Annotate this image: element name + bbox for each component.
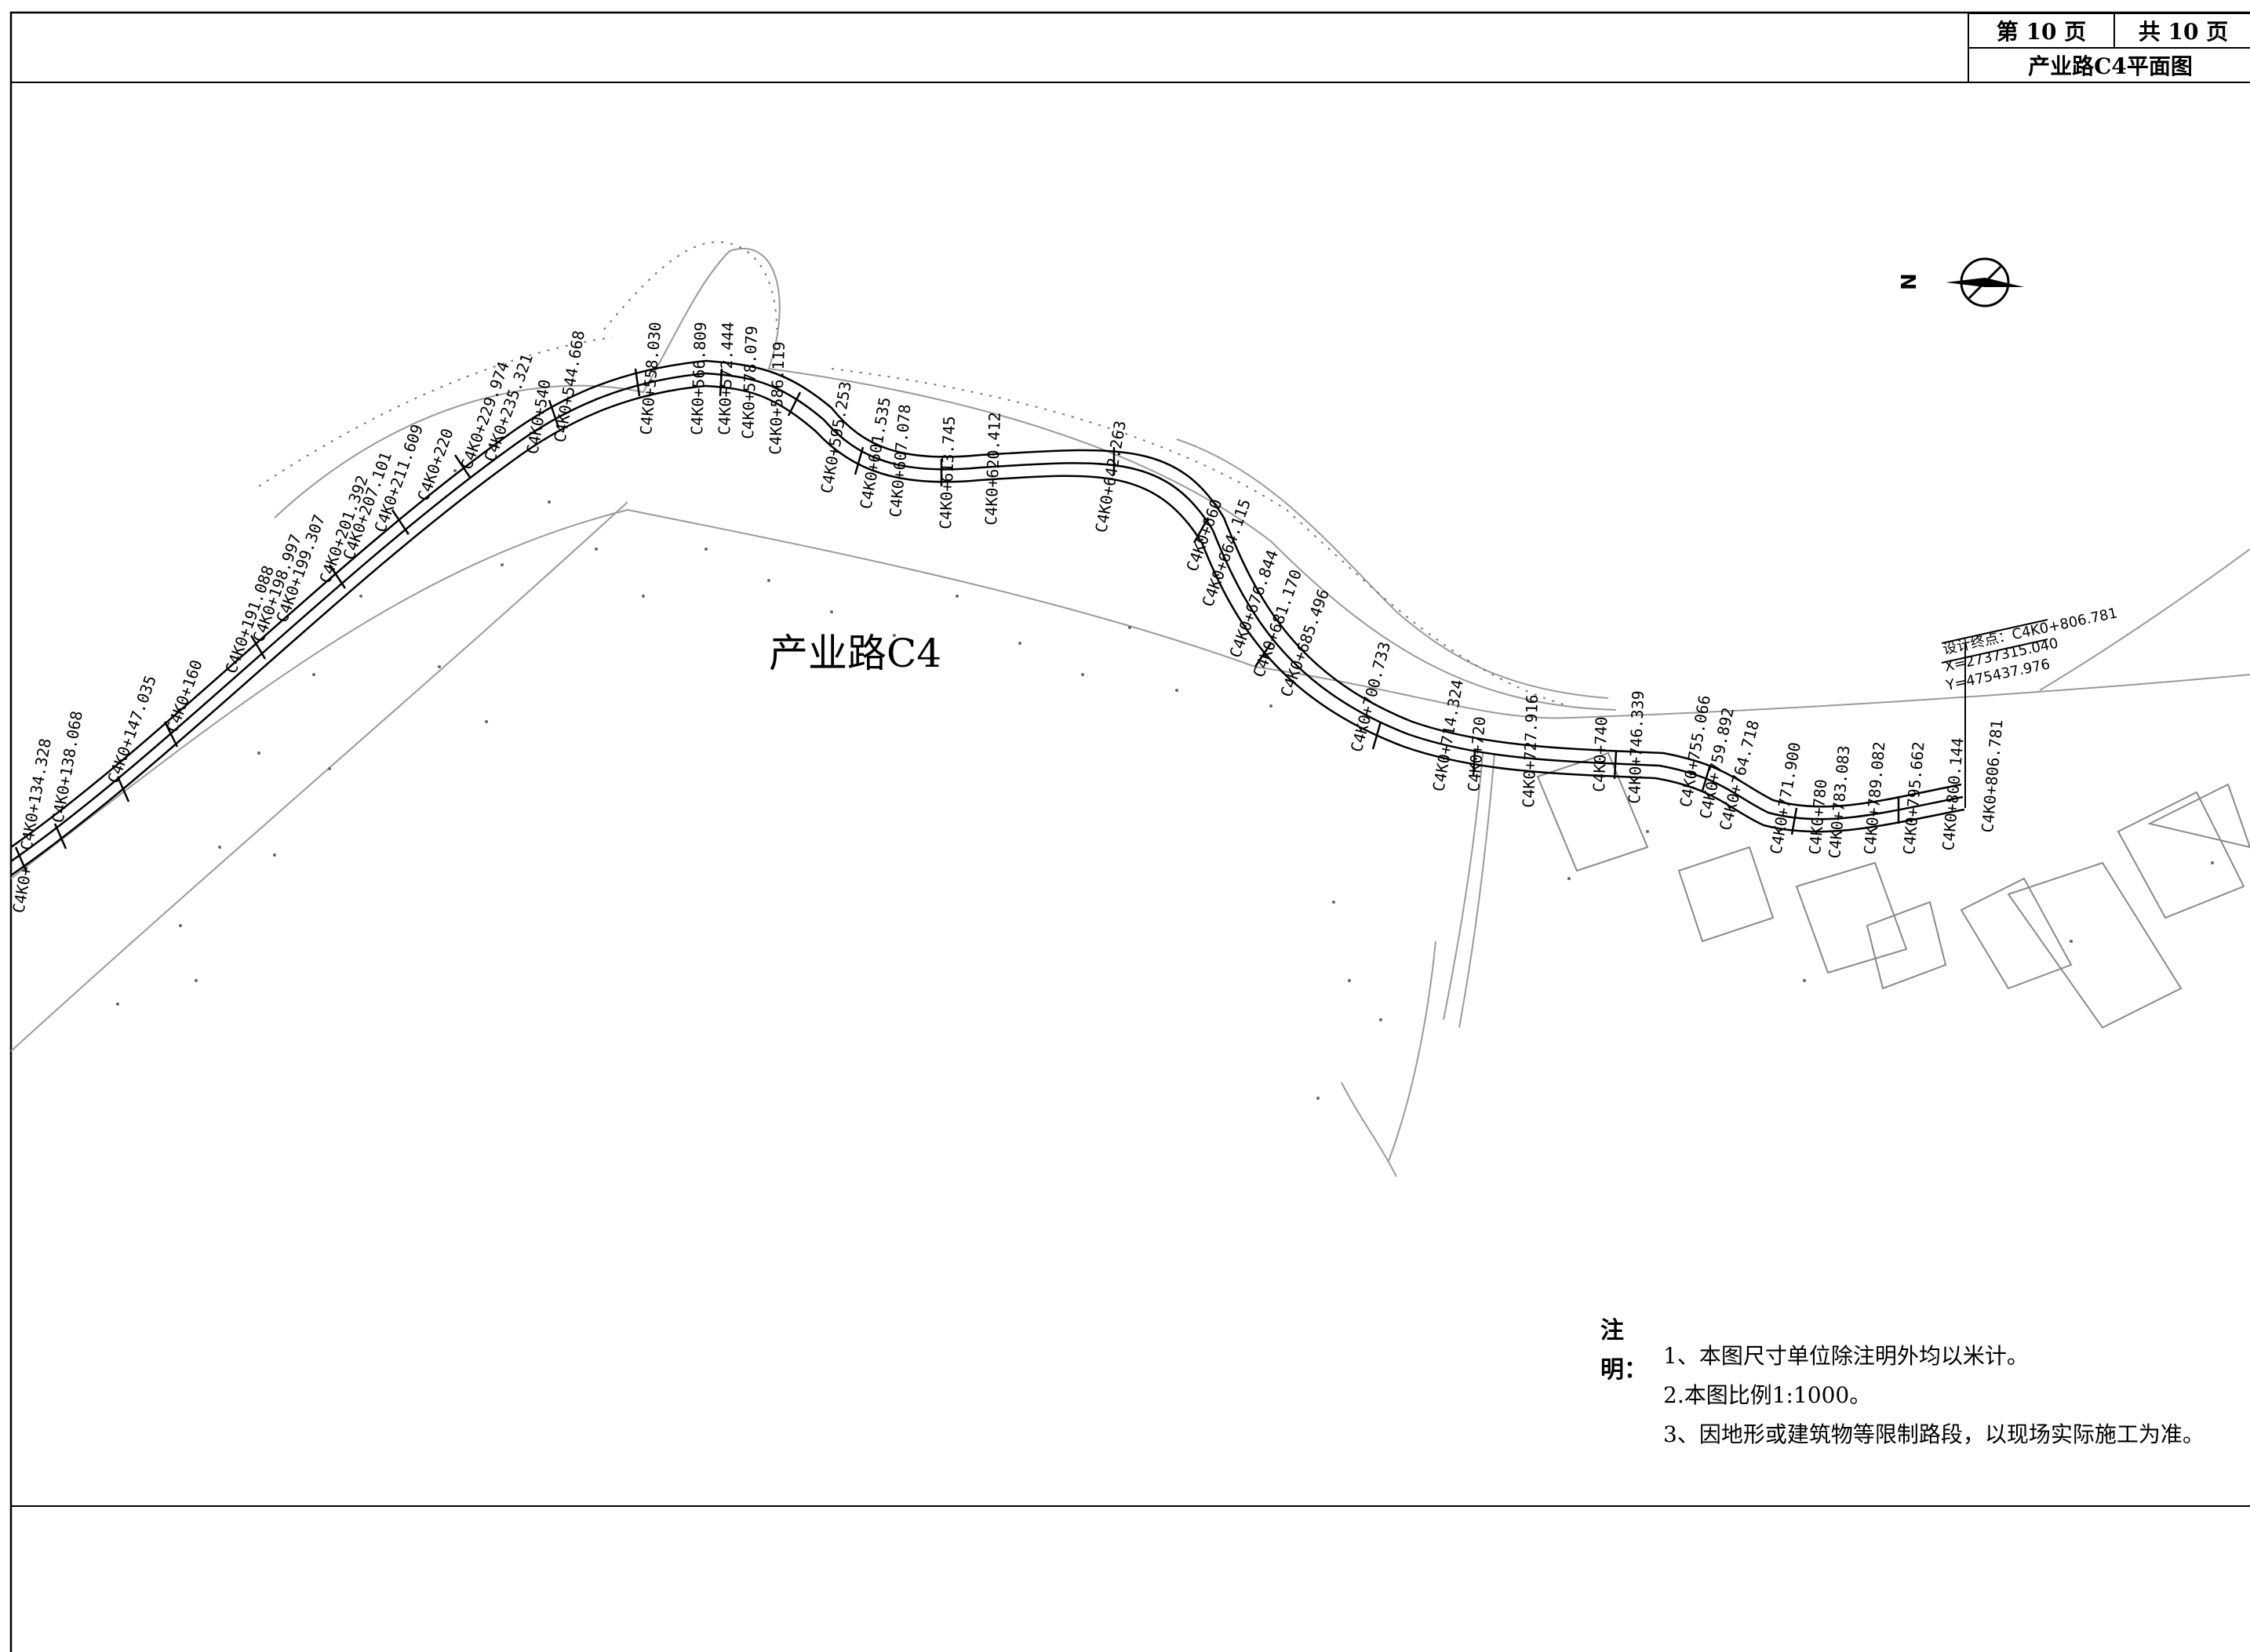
building-outlines — [1536, 751, 2250, 1029]
station-label: C4K0+746.339 — [1625, 690, 1647, 804]
station-label: C4K0+147.035 — [104, 673, 160, 786]
page-current: 第 10 页 — [1996, 19, 2087, 45]
drawing-name: 产业路C4平面图 — [2028, 53, 2193, 79]
note-item: 2.本图比例1:1000。 — [1663, 1382, 1872, 1408]
sheet-border — [9, 11, 2250, 1652]
design-road — [10, 359, 1965, 877]
note-item: 1、本图尺寸单位除注明外均以米计。 — [1663, 1343, 2029, 1369]
note-item: 3、因地形或建筑物等限制路段，以现场实际施工为准。 — [1663, 1421, 2204, 1447]
station-label: C4K0+727.916 — [1519, 694, 1542, 808]
page-total: 共 10 页 — [2138, 19, 2229, 45]
station-label: C4K0+783.083 — [1825, 744, 1854, 859]
page-total-cell: 共 10 页 — [2113, 13, 2250, 49]
station-label: C4K0+700.733 — [1347, 640, 1395, 755]
north-label: N — [1898, 273, 1921, 290]
station-label: C4K0+558.030 — [636, 321, 665, 435]
station-label: C4K0+720 — [1464, 715, 1489, 792]
station-label: C4K0+ — [9, 864, 35, 914]
station-label: C4K0+578.079 — [738, 326, 761, 439]
terrain-lines — [10, 248, 2250, 1177]
notes-heading: 注明： — [1600, 1317, 1647, 1384]
end-point-callout: 设计终点：C4K0+806.781 X=2737315.040 Y=475437… — [1942, 605, 2119, 808]
station-label: C4K0+806.781 — [1978, 719, 2007, 833]
station-label: C4K0+740 — [1589, 716, 1611, 792]
page-current-cell: 第 10 页 — [1968, 13, 2115, 49]
road-left-edge — [10, 359, 1962, 849]
station-label: C4K0+566.809 — [687, 322, 710, 435]
road-right-edge — [10, 384, 1965, 877]
station-label: C4K0+795.662 — [1899, 740, 1928, 855]
road-centerline — [10, 372, 1964, 863]
station-label: C4K0+572.444 — [715, 322, 737, 435]
station-label: C4K0+800.144 — [1939, 737, 1968, 851]
station-label: C4K0+789.082 — [1860, 740, 1889, 855]
road-name-label: 产业路C4 — [769, 631, 941, 676]
north-arrow-icon: N — [1898, 257, 2024, 307]
station-ticks — [14, 368, 1900, 873]
station-label: C4K0+138.068 — [48, 709, 86, 824]
slope-hatch — [258, 241, 1570, 707]
survey-points — [116, 469, 2214, 1100]
station-label: C4K0+613.745 — [936, 416, 959, 529]
station-label: C4K0+620.412 — [981, 412, 1004, 526]
drawing-name-cell: 产业路C4平面图 — [1968, 47, 2250, 83]
station-label: C4K0+771.900 — [1766, 740, 1804, 855]
station-label: C4K0+586.119 — [766, 341, 788, 455]
station-labels: C4K0+ C4K0+134.328 C4K0+138.068 C4K0+147… — [9, 321, 2006, 914]
